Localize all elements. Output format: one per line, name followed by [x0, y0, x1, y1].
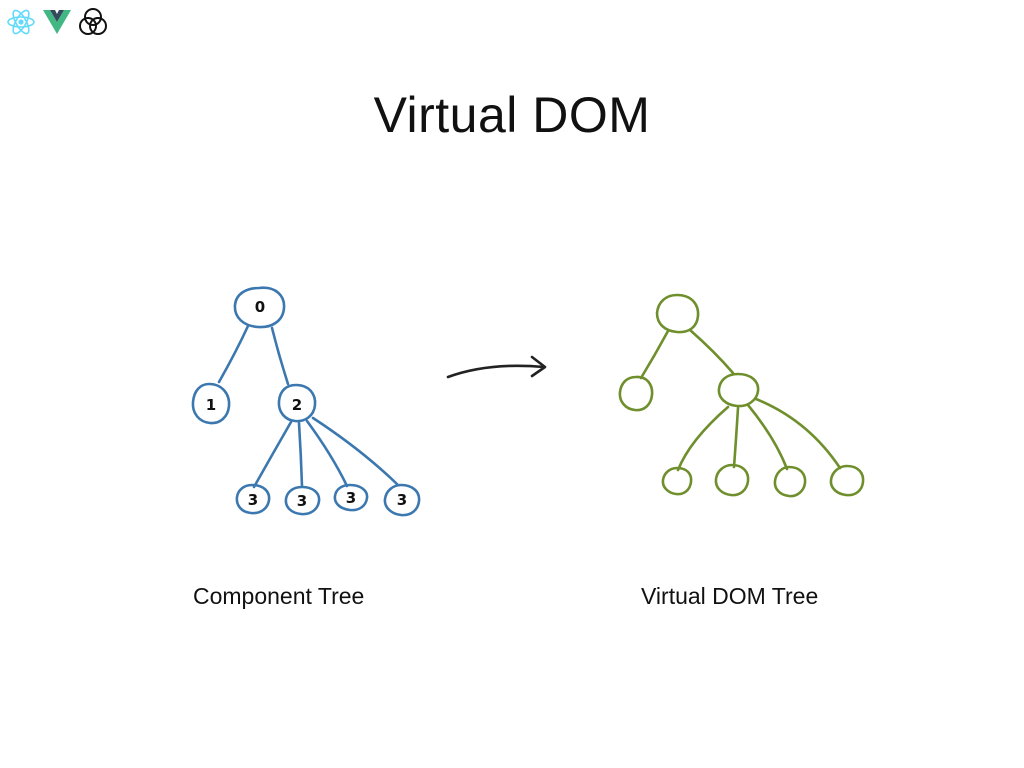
component-node-1: 1	[191, 382, 231, 425]
react-logo-icon	[6, 7, 36, 37]
component-node-3a: 3	[235, 483, 271, 515]
vue-logo-icon	[42, 8, 72, 36]
vdom-node-root	[655, 293, 700, 334]
vdom-node-left	[618, 375, 654, 412]
component-node-2-label: 2	[292, 396, 302, 414]
header-logos	[6, 7, 108, 37]
component-node-3c: 3	[333, 483, 369, 512]
component-node-root-label: 0	[255, 298, 265, 316]
component-tree: 0 1 2 3 3 3 3	[191, 286, 421, 517]
vdom-leaf-2	[714, 463, 750, 497]
component-node-3b: 3	[284, 485, 321, 516]
component-node-3b-label: 3	[297, 492, 307, 510]
component-node-1-label: 1	[206, 396, 216, 414]
component-node-3a-label: 3	[248, 491, 258, 509]
vdom-leaf-4	[829, 464, 865, 497]
component-tree-edges	[217, 324, 400, 489]
slide-title: Virtual DOM	[373, 87, 651, 143]
venn-circles-logo-icon	[78, 7, 108, 37]
vdom-leaf-3	[773, 465, 807, 498]
component-node-3d: 3	[383, 483, 421, 517]
transform-arrow-icon	[446, 355, 547, 379]
virtual-dom-tree	[618, 293, 865, 498]
virtual-dom-tree-edges	[639, 328, 842, 472]
component-tree-caption: Component Tree	[193, 583, 365, 609]
virtual-dom-tree-caption: Virtual DOM Tree	[641, 583, 819, 609]
component-node-3d-label: 3	[397, 491, 407, 509]
component-node-root: 0	[233, 286, 286, 329]
vdom-node-right	[717, 372, 760, 408]
component-node-3c-label: 3	[346, 489, 356, 507]
vdom-leaf-1	[661, 466, 693, 496]
component-node-2: 2	[277, 383, 317, 423]
